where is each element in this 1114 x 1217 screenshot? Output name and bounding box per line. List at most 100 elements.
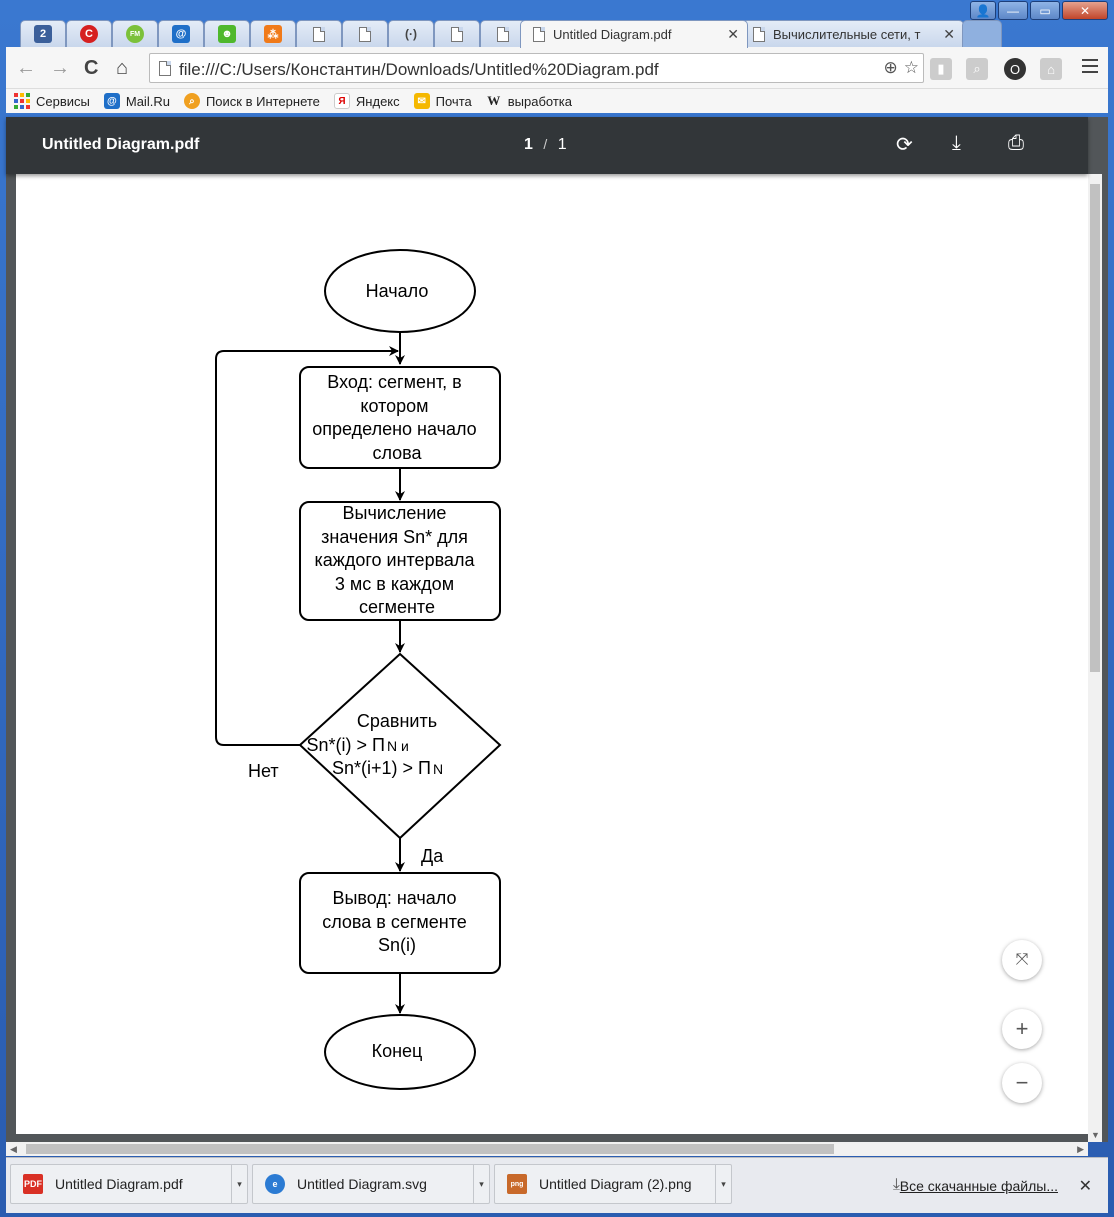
zoom-in-button[interactable]: + (1002, 1009, 1042, 1049)
tab-pinned-8[interactable] (342, 20, 388, 47)
forward-arrow-icon[interactable]: → (50, 57, 70, 79)
tab-computer-networks[interactable]: Вычислительные сети, т ✕ (742, 20, 964, 47)
download-icon[interactable]: ⤓ (952, 132, 961, 154)
maximize-button[interactable]: ▭ (1030, 1, 1060, 20)
tab-pinned-6[interactable]: ⁂ (250, 20, 296, 47)
tab-pinned-10[interactable] (434, 20, 480, 47)
tab-pinned-3[interactable]: FM (112, 20, 158, 47)
download-arrow-icon: ⤓ (892, 1176, 900, 1193)
page-indicator: 1 / 1 (524, 136, 567, 154)
rotate-icon[interactable]: ⟳ (896, 134, 913, 156)
output-node (299, 872, 501, 974)
browser-toolbar: ← → C ⌂ file:///C:/Users/Константин/Down… (6, 47, 1108, 89)
total-pages: 1 (557, 136, 567, 153)
download-item-png[interactable]: png Untitled Diagram (2).png ▾ (494, 1164, 732, 1204)
bookmark-label: выработка (507, 93, 573, 109)
minimize-button[interactable]: — (998, 1, 1028, 20)
download-item-svg[interactable]: e Untitled Diagram.svg ▾ (252, 1164, 490, 1204)
tab-close-icon[interactable]: ✕ (727, 26, 739, 42)
tab-pinned-11[interactable] (480, 20, 526, 47)
tab-pinned-4[interactable]: @ (158, 20, 204, 47)
bookmark-mail[interactable]: ✉ Почта (413, 93, 472, 109)
tab-pinned-2[interactable]: C (66, 20, 112, 47)
flowchart-diagram: Начало Вход: сегмент, в котором определе… (215, 249, 502, 1090)
scroll-right-arrow-icon[interactable]: ▶ (1077, 1144, 1084, 1154)
bookmark-vyrabotka[interactable]: W выработка (486, 93, 572, 109)
close-window-button[interactable]: ✕ (1062, 1, 1108, 20)
zoom-out-button[interactable]: − (1002, 1063, 1042, 1103)
new-tab-button[interactable] (962, 20, 1002, 47)
scroll-left-arrow-icon[interactable]: ◀ (10, 1144, 17, 1154)
end-label: Конец (372, 1041, 423, 1061)
horizontal-scrollbar[interactable]: ◀ ▶ (6, 1142, 1088, 1156)
scroll-down-arrow-icon[interactable]: ▼ (1091, 1130, 1100, 1140)
tab-pinned-9[interactable]: (·) (388, 20, 434, 47)
tab-favicon: 2 (34, 25, 52, 43)
tab-favicon: ⁂ (264, 25, 282, 43)
page-icon (533, 27, 545, 42)
tab-pinned-1[interactable]: 2 (20, 20, 66, 47)
extension-bookmark-icon[interactable]: ▮ (930, 58, 952, 80)
horizontal-scroll-thumb[interactable] (26, 1144, 834, 1154)
page-icon (359, 26, 371, 42)
page-separator: / (543, 136, 548, 152)
decision-label: Сравнить (357, 711, 437, 731)
download-filename: Untitled Diagram.pdf (55, 1176, 183, 1192)
bookmark-star-icon[interactable]: ☆ (903, 58, 919, 77)
yes-branch-label: Да (421, 846, 444, 866)
pdf-page: Начало Вход: сегмент, в котором определе… (16, 174, 1088, 1134)
download-item-pdf[interactable]: PDF Untitled Diagram.pdf ▾ (10, 1164, 248, 1204)
fit-to-page-button[interactable]: ⤧ (1002, 940, 1042, 980)
chevron-down-icon[interactable]: ▾ (473, 1165, 489, 1203)
arrow-no-loop-back (215, 346, 399, 746)
close-shelf-icon[interactable]: ✕ (1078, 1178, 1092, 1195)
tab-favicon: ☻ (218, 25, 236, 43)
print-icon[interactable]: ⎙ (1008, 132, 1024, 154)
bookmark-internet-search[interactable]: ⌕ Поиск в Интернете (183, 93, 320, 109)
pdf-viewer: Начало Вход: сегмент, в котором определе… (6, 117, 1108, 1142)
reload-icon[interactable]: C (84, 57, 99, 79)
tab-pinned-5[interactable]: ☻ (204, 20, 250, 47)
back-arrow-icon[interactable]: ← (16, 57, 36, 79)
page-icon (159, 61, 171, 76)
bookmark-mailru[interactable]: @ Mail.Ru (103, 93, 170, 109)
extension-home-icon[interactable]: ⌂ (1040, 58, 1062, 80)
chevron-down-icon[interactable]: ▾ (231, 1165, 247, 1203)
vertical-scroll-thumb[interactable] (1090, 184, 1100, 672)
chrome-menu-icon[interactable] (1082, 59, 1098, 77)
page-icon (753, 26, 765, 42)
compute-label: Вычисление значения Sn* для каждого инте… (315, 503, 480, 617)
mail-icon: ✉ (413, 93, 430, 109)
bookmark-yandex[interactable]: Я Яндекс (333, 93, 400, 109)
address-bar[interactable]: file:///C:/Users/Константин/Downloads/Un… (149, 53, 924, 83)
extension-search-icon[interactable]: ⌕ (966, 58, 988, 80)
bookmark-services[interactable]: Сервисы (14, 93, 90, 109)
start-label: Начало (366, 281, 429, 301)
current-page-input[interactable]: 1 (524, 136, 533, 153)
url-text[interactable]: file:///C:/Users/Константин/Downloads/Un… (179, 60, 659, 79)
tab-pinned-7[interactable] (296, 20, 342, 47)
user-profile-button[interactable]: 👤 (970, 1, 996, 20)
all-downloads-link[interactable]: Все скачанные файлы... (899, 1178, 1058, 1194)
tab-untitled-diagram-pdf[interactable]: Untitled Diagram.pdf ✕ (520, 20, 748, 48)
downloads-shelf: PDF Untitled Diagram.pdf ▾ e Untitled Di… (6, 1157, 1108, 1213)
home-icon[interactable]: ⌂ (116, 57, 129, 79)
chevron-down-icon[interactable]: ▾ (715, 1165, 731, 1203)
start-node (324, 249, 476, 333)
page-icon (451, 26, 463, 42)
tab-favicon: @ (172, 25, 190, 43)
decision-condition-1: Sn*(i) > П (307, 735, 385, 755)
apps-grid-icon (14, 93, 30, 109)
search-icon: ⌕ (183, 93, 200, 109)
bookmark-label: Почта (435, 93, 472, 109)
tab-favicon: (·) (405, 27, 417, 41)
tab-close-icon[interactable]: ✕ (943, 25, 955, 42)
yandex-icon: Я (333, 93, 350, 109)
pdf-file-icon: PDF (23, 1174, 43, 1194)
vertical-scrollbar[interactable]: ▼ (1088, 174, 1102, 1142)
output-label: Вывод: начало слова в сегменте Sn(i) (322, 888, 472, 955)
download-filename: Untitled Diagram (2).png (539, 1176, 692, 1192)
extension-opera-icon[interactable]: O (1004, 58, 1026, 80)
input-label: Вход: сегмент, в котором определено нача… (312, 372, 481, 463)
zoom-icon[interactable]: ⊕ (883, 58, 898, 77)
